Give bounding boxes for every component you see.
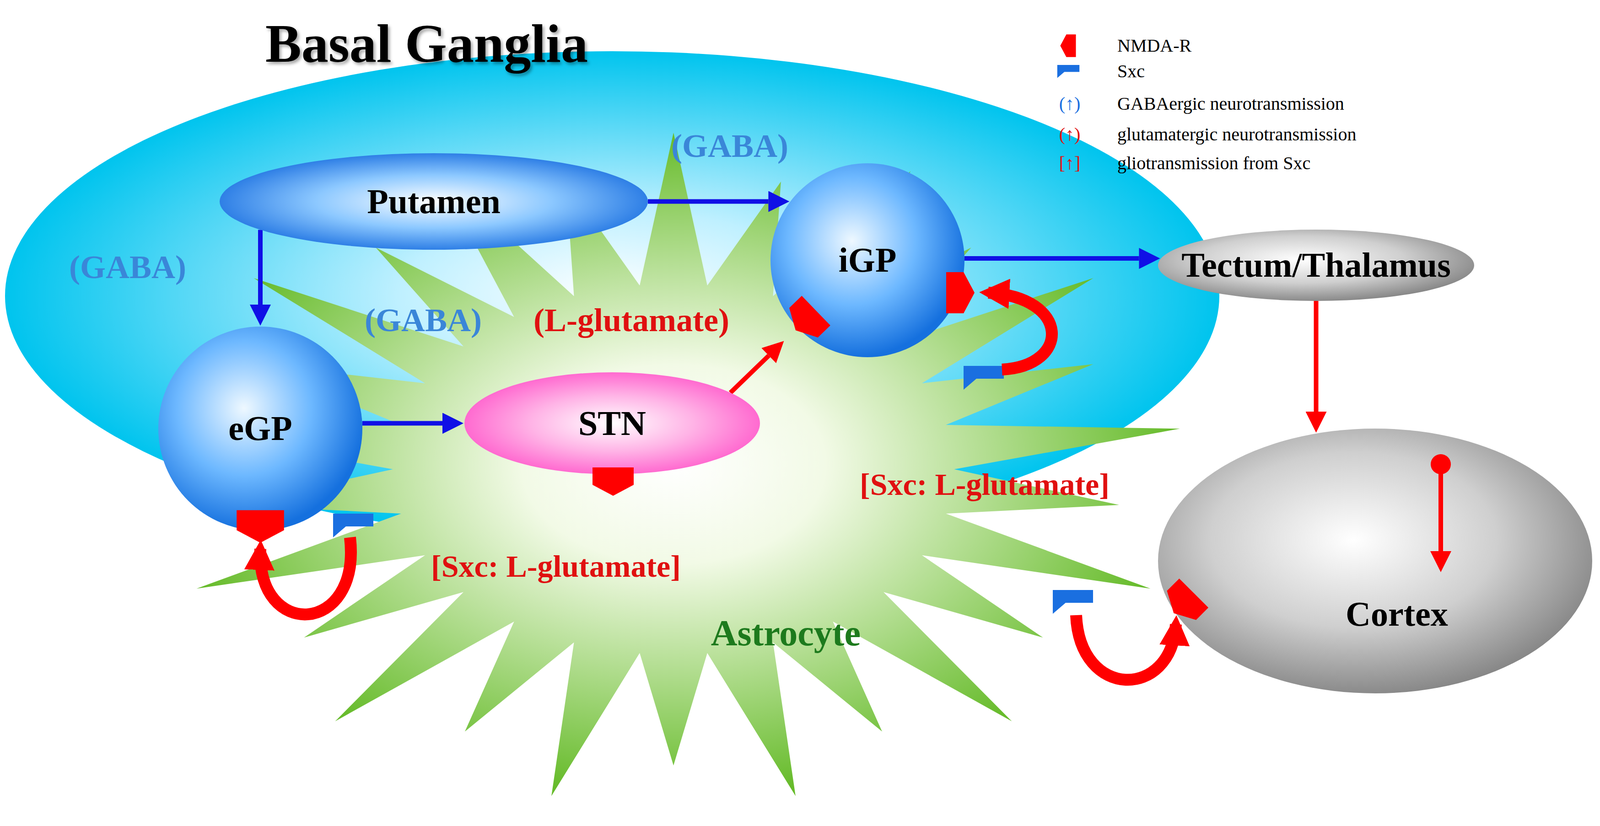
transmitter-label: (GABA): [69, 248, 187, 287]
node-label: Astrocyte: [711, 612, 861, 655]
legend-symbol: (↑): [1059, 123, 1081, 146]
connector-arrow: [730, 355, 769, 394]
transmitter-label: (GABA): [364, 301, 482, 340]
cortex-ellipse-shape: [1158, 428, 1593, 694]
putamen-ellipse: Putamen: [219, 153, 648, 250]
legend-sxc-sample: [1057, 64, 1080, 79]
tectum-thalamus-ellipse: Tectum/Thalamus: [1158, 229, 1475, 302]
egp-circle: eGP: [158, 326, 363, 531]
gliotransmitter-label: [Sxc: L-glutamate]: [430, 548, 681, 585]
tectum-thalamus-ellipse-outline: [1158, 229, 1475, 302]
legend-text: glutamatergic neurotransmission: [1117, 123, 1357, 146]
connector-arrow: [258, 229, 263, 305]
legend-text: GABAergic neurotransmission: [1117, 93, 1345, 115]
cortex-ellipse-outline: [1158, 428, 1593, 694]
node-label: Putamen: [366, 181, 501, 222]
legend-text: Sxc: [1117, 60, 1145, 82]
node-label: Tectum/Thalamus: [1181, 245, 1451, 286]
transmitter-label: (L-glutamate): [533, 301, 730, 340]
connector-arrow: [1314, 301, 1319, 412]
transmitter-label: (GABA): [671, 127, 789, 166]
cortex-ellipse: Cortex: [1158, 428, 1593, 694]
igp-circle: iGP: [770, 163, 965, 358]
connector-arrow: [362, 421, 443, 426]
stn-ellipse: STN: [464, 372, 760, 475]
connector-arrow: [647, 199, 769, 205]
astrocyte-outline: [167, 132, 1180, 797]
igp-circle-outline: [770, 163, 965, 358]
gliotransmission-arrow: [1076, 615, 1176, 680]
diagram-title: Basal Ganglia: [265, 12, 588, 76]
node-label: Cortex: [1345, 594, 1449, 635]
legend-symbol: [↑]: [1059, 152, 1081, 174]
legend-text: NMDA-R: [1117, 35, 1192, 57]
sxc-transporter: [1052, 590, 1094, 615]
connector-arrow: [964, 256, 1139, 261]
node-label: STN: [578, 403, 647, 444]
stn-ellipse-outline: [464, 372, 760, 475]
node-label: iGP: [838, 240, 897, 281]
gliotransmitter-label: [Sxc: L-glutamate]: [859, 466, 1110, 503]
egp-circle-outline: [158, 326, 363, 531]
legend-text: gliotransmission from Sxc: [1117, 152, 1311, 174]
node-label: eGP: [228, 408, 292, 449]
legend-nmda-sample: [1060, 34, 1076, 58]
legend-symbol: (↑): [1059, 93, 1081, 115]
putamen-ellipse-outline: [219, 153, 648, 250]
